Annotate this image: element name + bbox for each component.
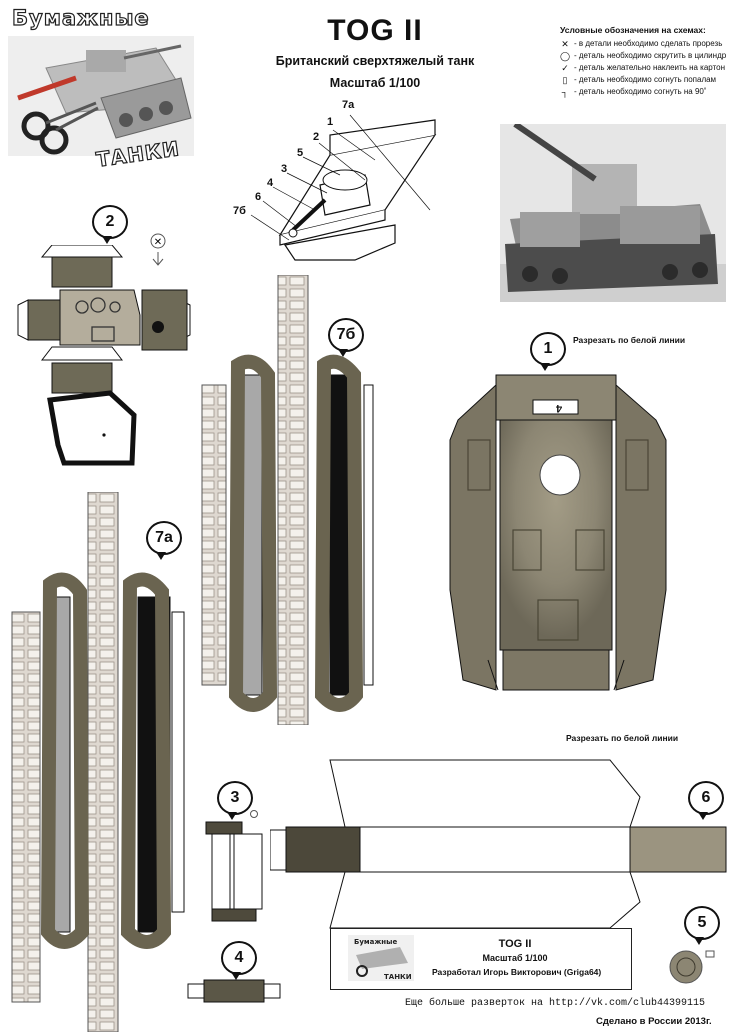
legend-item: ✓ - деталь желательно наклеить на картон xyxy=(560,62,730,74)
credits-author: Разработал Игорь Викторович (Griga64) xyxy=(432,967,602,977)
diagram-label: 4 xyxy=(267,177,274,189)
part-number-bubble: 4 xyxy=(221,941,257,980)
part-1-hull-net xyxy=(449,374,667,691)
diagram-label: 6 xyxy=(255,191,262,203)
legend-text: - в детали необходимо сделать прорезь xyxy=(574,39,723,48)
cardboard-check-icon: ✓ xyxy=(561,63,569,73)
part-number-bubble: 3 xyxy=(217,781,253,820)
tank-photo xyxy=(500,124,726,302)
part-7a-track-net xyxy=(11,492,185,1032)
svg-text:✕: ✕ xyxy=(154,237,162,248)
cut-note-bottom: Разрезать по белой линии xyxy=(566,733,679,743)
page-title: TOG II xyxy=(327,14,423,47)
diagram-label: 1 xyxy=(327,116,334,128)
part-number-bubble: 7а xyxy=(146,521,182,560)
credits-logo: Бумажные ТАНКИ xyxy=(348,935,414,981)
diagram-label: 2 xyxy=(313,131,320,143)
part-number-bubble: 2 xyxy=(92,205,128,244)
part-5-net xyxy=(669,950,715,984)
svg-text:Бумажные: Бумажные xyxy=(354,938,397,946)
brand-logo xyxy=(8,36,194,156)
diagram-label: 5 xyxy=(297,147,304,159)
legend-text: - деталь необходимо согнуть на 90˚ xyxy=(574,87,707,96)
fold-half-icon: ▯ xyxy=(562,75,568,85)
legend: Условные обозначения на схемах: ✕ - в дет… xyxy=(560,24,730,98)
legend-item: ▯ - деталь необходимо согнуть попалам xyxy=(560,74,730,86)
page-scale: Масштаб 1/100 xyxy=(329,76,421,90)
cut-x-icon: ✕ xyxy=(150,233,166,266)
diagram-label: 3 xyxy=(281,163,288,175)
part-number-bubble: 6 xyxy=(688,781,724,820)
more-link-text[interactable]: Еще больше разверток на http://vk.com/cl… xyxy=(405,998,706,1009)
legend-text: - деталь необходимо скрутить в цилиндр xyxy=(574,51,727,60)
part-number-bubble: 5 xyxy=(684,906,720,945)
credits-title: TOG II xyxy=(498,938,532,950)
diagram-label: 7б xyxy=(233,205,246,217)
legend-item: ✕ - в детали необходимо сделать прорезь xyxy=(560,38,730,50)
part-2-net xyxy=(17,245,191,466)
part-6-net xyxy=(270,759,727,929)
page-subtitle: Британский сверхтяжелый танк xyxy=(275,54,475,68)
legend-heading: Условные обозначения на схемах: xyxy=(560,25,706,35)
legend-text: - деталь желательно наклеить на картон xyxy=(574,63,726,72)
part-7b-track-net xyxy=(201,275,374,725)
legend-item: ◯- деталь необходимо скрутить в цилиндр xyxy=(560,50,730,62)
brand-top-word: Бумажные xyxy=(11,5,150,30)
part-number-bubble: 1 xyxy=(530,332,566,371)
diagram-label: 7а xyxy=(342,99,355,111)
part-4-net xyxy=(187,979,281,1003)
part-number-bubble: 7б xyxy=(328,318,364,357)
fold-90-icon: ┐ xyxy=(561,87,569,97)
legend-item: ┐ - деталь необходимо согнуть на 90˚ xyxy=(560,86,730,98)
cut-x-icon: ✕ xyxy=(561,39,569,49)
made-in: Сделано в России 2013г. xyxy=(596,1016,712,1027)
cut-note-top: Разрезать по белой линии xyxy=(573,335,686,345)
assembly-diagram xyxy=(250,114,437,261)
part-3-net xyxy=(205,810,263,922)
credits-scale: Масштаб 1/100 xyxy=(482,953,548,963)
legend-text: - деталь необходимо согнуть попалам xyxy=(574,75,717,84)
cylinder-icon: ◯ xyxy=(560,51,571,61)
hull-marker: 4 xyxy=(556,402,563,414)
svg-text:ТАНКИ: ТАНКИ xyxy=(384,973,412,981)
